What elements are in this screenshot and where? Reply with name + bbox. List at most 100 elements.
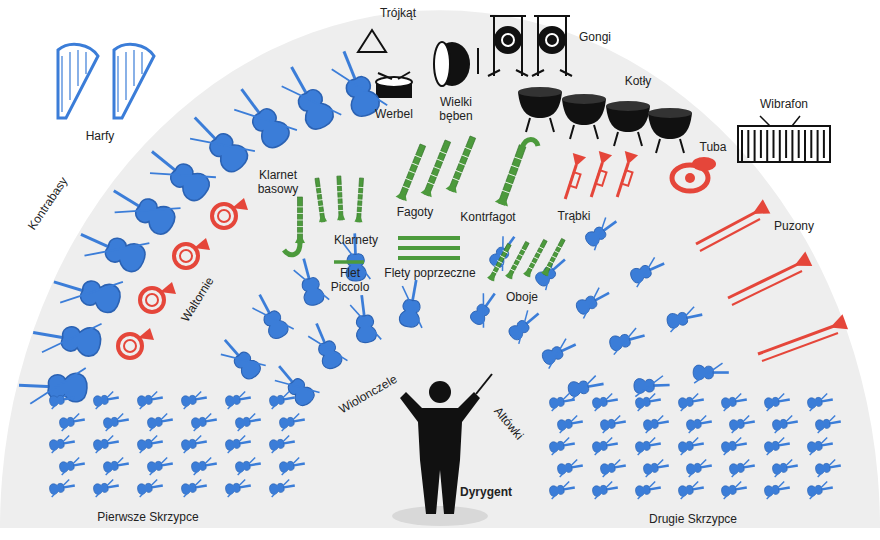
bassoon-symbol bbox=[446, 135, 479, 193]
violin-symbol bbox=[763, 393, 791, 411]
section-label: Kontrfagot bbox=[460, 211, 515, 225]
bass-clarinet-symbol bbox=[295, 197, 305, 243]
violin-symbol bbox=[763, 437, 791, 455]
violin-symbol bbox=[599, 415, 627, 433]
stage-ground bbox=[0, 10, 880, 528]
violin-symbol bbox=[234, 457, 262, 475]
vibraphone-bar bbox=[741, 130, 743, 162]
violin-symbol bbox=[806, 437, 834, 455]
conductor-figure bbox=[392, 374, 492, 526]
violin-symbol bbox=[278, 413, 306, 431]
violin-symbol bbox=[677, 481, 705, 499]
trumpet-symbol bbox=[559, 153, 587, 201]
violin-symbol bbox=[102, 457, 130, 475]
cello-symbol bbox=[396, 278, 430, 329]
violin-symbol bbox=[268, 435, 296, 453]
viola-symbol bbox=[486, 231, 523, 272]
double-bass-symbol bbox=[141, 136, 218, 208]
cello-symbol bbox=[249, 288, 295, 343]
contrabassoon-symbol bbox=[495, 143, 529, 206]
section-label: Oboje bbox=[506, 291, 538, 305]
viola-symbol bbox=[567, 375, 606, 401]
contrabassoon-bell bbox=[522, 140, 538, 149]
viola-symbol bbox=[665, 305, 704, 332]
violin-symbol bbox=[278, 457, 306, 475]
violin-symbol bbox=[599, 459, 627, 477]
violin-symbol bbox=[677, 437, 705, 455]
trumpet-symbol bbox=[585, 151, 613, 199]
flute-symbol bbox=[398, 236, 460, 240]
section-label: Flety poprzeczne bbox=[384, 267, 475, 281]
harp-symbol bbox=[58, 44, 154, 118]
vibraphone-bar bbox=[791, 130, 793, 162]
double-bass-symbol bbox=[227, 77, 298, 154]
tuba-symbol bbox=[672, 157, 716, 191]
violin-symbol bbox=[190, 413, 218, 431]
cello-symbol bbox=[292, 255, 330, 308]
double-bass-symbol bbox=[182, 104, 257, 179]
violin-symbol bbox=[548, 481, 576, 499]
section-label: Klarnet basowy bbox=[250, 169, 306, 197]
viola-symbol bbox=[467, 288, 504, 329]
horn-symbol bbox=[212, 198, 248, 228]
violin-symbol bbox=[771, 459, 799, 477]
violin-symbol bbox=[92, 391, 120, 409]
flute-symbol bbox=[398, 246, 460, 250]
vibraphone-bar bbox=[817, 130, 819, 162]
section-label: Wibrafon bbox=[760, 98, 808, 112]
piccolo-symbol bbox=[334, 260, 364, 264]
vibraphone-bar bbox=[754, 130, 756, 162]
section-label: Trąbki bbox=[558, 210, 591, 224]
violin-symbol bbox=[806, 481, 834, 499]
section-label: Gongi bbox=[579, 31, 611, 45]
violin-symbol bbox=[642, 415, 670, 433]
violin-symbol bbox=[685, 415, 713, 433]
cello-symbol bbox=[215, 331, 266, 384]
double-bass-symbol bbox=[74, 216, 152, 279]
violin-symbol bbox=[58, 457, 86, 475]
vibraphone-symbol bbox=[738, 116, 830, 162]
violin-symbol bbox=[634, 437, 662, 455]
double-bass-symbol bbox=[276, 57, 342, 135]
violin-symbol bbox=[146, 457, 174, 475]
section-label: Wielki bęben bbox=[430, 96, 482, 124]
violin-symbol bbox=[48, 479, 76, 497]
violin-symbol bbox=[771, 415, 799, 433]
violin-symbol bbox=[642, 459, 670, 477]
violin-symbol bbox=[136, 479, 164, 497]
vibraphone-bar bbox=[779, 130, 781, 162]
violin-symbol bbox=[728, 415, 756, 433]
section-label: Klarnety bbox=[334, 234, 378, 248]
violin-symbol bbox=[146, 413, 174, 431]
violin-symbol bbox=[180, 435, 208, 453]
violin-symbol bbox=[814, 415, 842, 433]
viola-symbol bbox=[505, 306, 545, 344]
vibraphone-bar bbox=[823, 130, 825, 158]
viola-symbol bbox=[628, 255, 669, 288]
violin-symbol bbox=[556, 415, 584, 433]
oboe-symbol bbox=[541, 237, 567, 276]
vibraphone-bar bbox=[798, 130, 800, 158]
section-label: Harfy bbox=[86, 130, 115, 144]
vibraphone-bar bbox=[773, 130, 775, 158]
violin-symbol bbox=[224, 435, 252, 453]
violin-symbol bbox=[591, 481, 619, 499]
horn-symbol bbox=[140, 282, 176, 312]
vibraphone-bar bbox=[810, 130, 812, 158]
horn-symbol bbox=[174, 238, 210, 268]
violin-symbol bbox=[268, 479, 296, 497]
section-label: Drugie Skrzypce bbox=[649, 513, 737, 527]
violin-symbol bbox=[814, 459, 842, 477]
violin-symbol bbox=[268, 391, 296, 409]
viola-symbol bbox=[608, 326, 648, 355]
violin-symbol bbox=[556, 459, 584, 477]
viola-symbol bbox=[693, 363, 729, 383]
violin-symbol bbox=[591, 437, 619, 455]
trombone-symbol bbox=[696, 199, 770, 251]
double-bass-symbol bbox=[30, 313, 103, 362]
section-label: Kontrabasy bbox=[25, 175, 70, 233]
violin-symbol bbox=[102, 413, 130, 431]
violin-symbol bbox=[634, 393, 662, 411]
violin-symbol bbox=[136, 435, 164, 453]
snare-drum-symbol bbox=[376, 72, 412, 98]
